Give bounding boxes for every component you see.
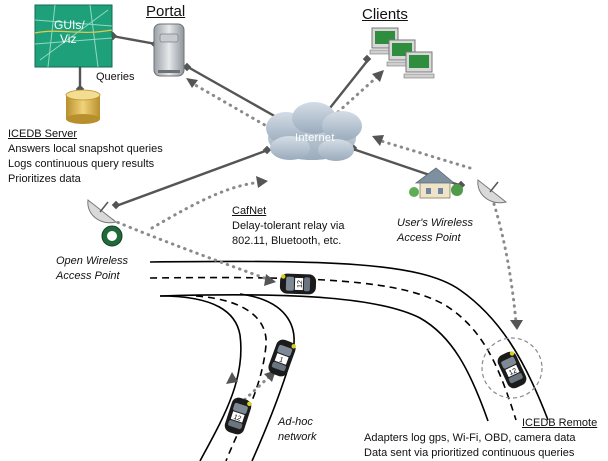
internet-label: Internet <box>295 132 335 144</box>
internet-cloud-icon <box>266 102 362 161</box>
link-gui-portal <box>111 34 157 46</box>
icedb-server-line: Answers local snapshot queries <box>8 143 163 155</box>
road-edge-bottom <box>159 294 489 422</box>
wireless-links <box>110 74 518 406</box>
icedb-remote-line: Adapters log gps, Wi-Fi, OBD, camera dat… <box>364 432 576 444</box>
cafnet-line: Delay-tolerant relay via <box>232 220 345 232</box>
gui-label-line1: GUIs/ <box>54 18 85 32</box>
car-badge: 1 <box>278 356 284 364</box>
wireless-internet-clients <box>336 74 380 114</box>
user-access-point-icon <box>477 179 508 204</box>
car-badge: 12 <box>508 367 518 377</box>
car-icon: 1 <box>266 337 298 379</box>
cafnet-line: 802.11, Bluetooth, etc. <box>232 235 342 247</box>
branch-edge-left <box>159 295 242 461</box>
wireless-open-ap-car <box>110 218 272 282</box>
open-access-point-icon <box>87 199 123 247</box>
queries-label: Queries <box>96 71 135 83</box>
clients-title: Clients <box>362 6 408 23</box>
icedb-remote-title: ICEDB Remote <box>522 417 598 429</box>
cafnet-title: CafNet <box>232 205 267 217</box>
car-icon: 12 <box>279 273 317 295</box>
icedb-server-title: ICEDB Server <box>8 128 78 140</box>
adhoc-label: Ad-hoc <box>278 416 313 428</box>
wireless-user-ap-internet <box>376 138 472 170</box>
house-icon <box>409 167 463 199</box>
icedb-database-icon <box>65 89 101 124</box>
user-ap-label: Access Point <box>397 232 461 244</box>
icedb-server-line: Logs continuous query results <box>8 158 155 170</box>
clients-computers-icon <box>369 27 435 79</box>
gui-map-icon <box>34 4 113 68</box>
adhoc-label: network <box>278 431 317 443</box>
wireless-user-ap-remote <box>492 202 518 324</box>
link-internet-open-ap <box>115 148 269 208</box>
remote-node-range-circle <box>481 337 543 399</box>
cars: 12 1 12 12 <box>222 273 529 437</box>
wireless-internet-portal <box>188 80 272 130</box>
car-icon: 12 <box>222 395 254 437</box>
open-ap-label: Open Wireless <box>56 255 129 267</box>
gui-label-line2: Viz <box>60 32 77 46</box>
link-portal-internet <box>185 64 279 120</box>
car-icon: 12 <box>495 349 529 391</box>
wireless-cafnet-up <box>150 180 264 230</box>
road-edge-top <box>149 260 549 421</box>
car-badge: 12 <box>297 280 304 288</box>
portal-title: Portal <box>146 3 186 20</box>
icedb-server-line: Prioritizes data <box>8 173 81 185</box>
open-ap-label: Access Point <box>56 270 120 282</box>
user-ap-label: User's Wireless <box>397 217 473 229</box>
wireless-adhoc <box>238 374 272 406</box>
car-badge: 12 <box>232 414 242 423</box>
icedb-remote-line: Data sent via prioritized continuous que… <box>364 447 575 459</box>
portal-server-icon <box>153 23 185 77</box>
